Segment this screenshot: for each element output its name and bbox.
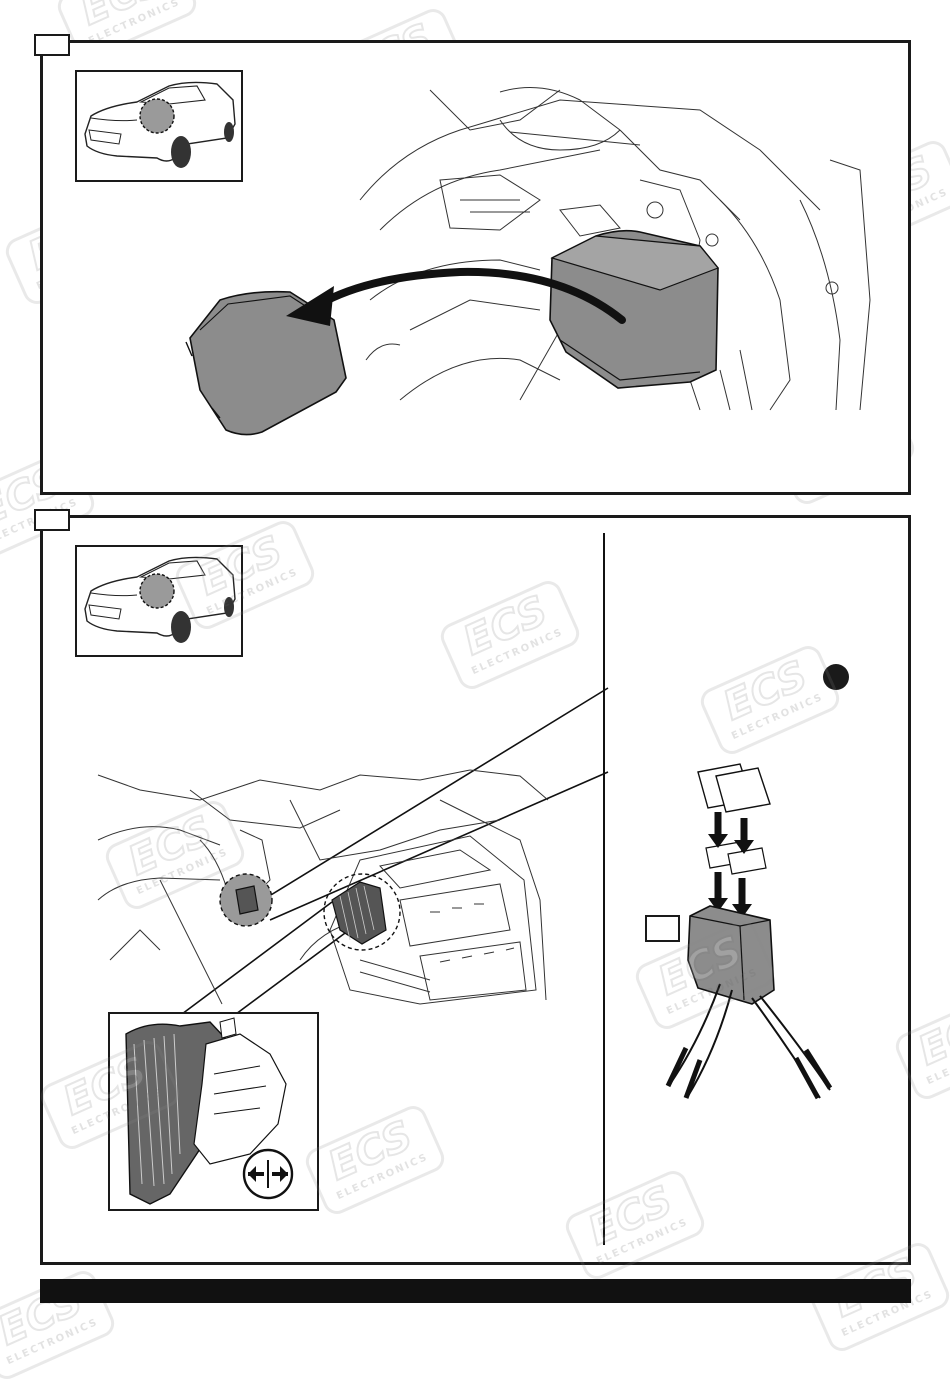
removal-arrow-icon [286, 267, 626, 326]
push-pull-arrows-icon [242, 1148, 294, 1200]
leader-line [265, 687, 609, 899]
fuse-box-connector-icon [97, 769, 549, 1005]
car-front-three-quarter-icon [84, 81, 236, 168]
ground-terminal-icon [235, 885, 259, 915]
fuse-reference-box [645, 915, 680, 942]
fuse-box-cover-removed-icon [185, 290, 347, 436]
connector-zoom-detail [108, 1012, 319, 1211]
leader-line [181, 901, 333, 1015]
step-1-illustration [185, 87, 871, 436]
callout-dot-fuse [823, 664, 849, 690]
footer-bar [40, 1279, 911, 1303]
step-1-car-thumbnail [75, 70, 243, 182]
leader-line [269, 771, 609, 921]
step-2-tab [34, 509, 70, 531]
fuse-relay-insert-icon [665, 763, 833, 1100]
connector-in-bay-icon [331, 881, 387, 945]
car-front-three-quarter-icon [84, 556, 236, 643]
fuse-box-cover-removal-icon [359, 87, 871, 411]
connector-highlight [323, 873, 401, 951]
step-2-car-thumbnail [75, 545, 243, 657]
connector-zoom-icon [125, 1017, 287, 1205]
fuse-box-installed-icon [549, 229, 719, 389]
step-1-tab [34, 34, 70, 56]
